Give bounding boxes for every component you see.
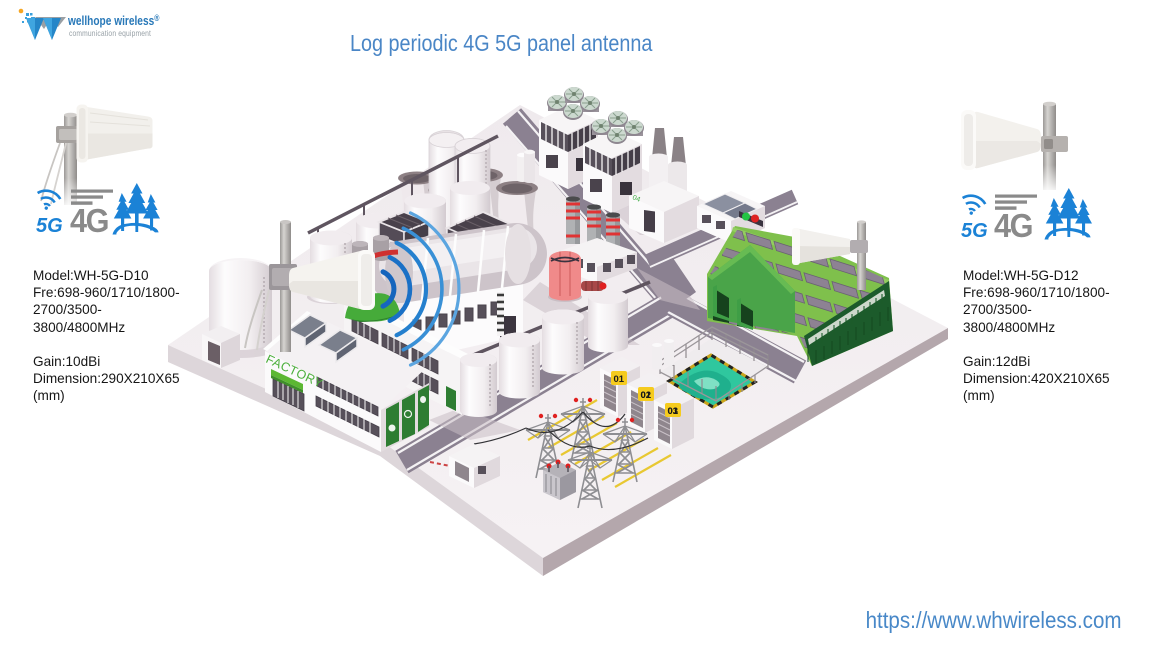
svg-text:5G: 5G xyxy=(36,215,63,237)
svg-text:03: 03 xyxy=(668,406,679,417)
svg-text:01: 01 xyxy=(614,374,625,385)
svg-text:4G: 4G xyxy=(70,202,108,239)
svg-text:04: 04 xyxy=(631,194,641,203)
svg-text:02: 02 xyxy=(641,390,652,401)
